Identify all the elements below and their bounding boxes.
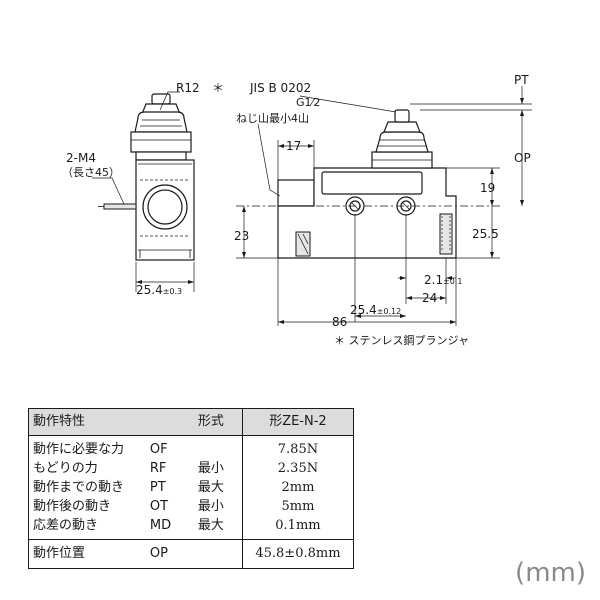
row-value: 0.1mm (241, 516, 354, 540)
row-value: 2mm (241, 478, 354, 497)
dim-2-1: 2.1±0.1 (424, 273, 463, 287)
row-label: 動作に必要な力 (33, 442, 125, 457)
row-value: 45.8±0.8mm (241, 539, 354, 569)
dim-25-4-side-main: 25.4 (136, 283, 163, 297)
dim-25-4-side: 25.4±0.3 (136, 283, 182, 297)
row-label: もどりの力 (33, 461, 98, 476)
row-value: 7.85N (241, 435, 354, 459)
table-row: 応差の動き MD 最大 0.1mm (29, 516, 354, 540)
header-form: 形式 (193, 408, 243, 436)
dim-23: 23 (234, 229, 249, 243)
row-label: 動作位置 (28, 539, 146, 569)
row-value: 5mm (241, 497, 354, 516)
front-view (236, 86, 532, 326)
row-code: RF (149, 461, 167, 476)
row-limit (193, 539, 243, 569)
dim-17: 17 (286, 139, 301, 153)
label-m4-length: （長さ45） (62, 166, 120, 179)
dim-86: 86 (332, 315, 347, 329)
unit-label: (mm) (515, 558, 586, 588)
side-view (92, 91, 195, 292)
label-pt: PT (514, 73, 529, 87)
table-header-row: 動作特性 形式 形ZE-N-2 (28, 408, 354, 436)
dim-25-4-front: 25.4±0.12 (350, 303, 401, 317)
row-code: MD (149, 518, 172, 533)
row-label: 動作後の動き (33, 499, 112, 514)
label-g-half: G1⁄2 (296, 96, 320, 109)
dim-25-4-front-main: 25.4 (350, 303, 377, 317)
technical-drawing: R12 ＊ JIS B 0202 G1⁄2 ねじ山最小4山 2-M4 （長さ45… (62, 73, 532, 347)
row-code: OP (145, 539, 194, 569)
table-row: 動作までの動き PT 最大 2mm (29, 478, 354, 497)
dim-19: 19 (480, 181, 495, 195)
table-row: 動作に必要な力 OF 7.85N (29, 435, 354, 460)
plunger-note: ＊ ステンレス鋼プランジャ (334, 333, 469, 347)
dim-25-5: 25.5 (472, 227, 499, 241)
spec-table: 動作特性 形式 形ZE-N-2 動作に必要な力 OF 7.85N もどりの力 R… (28, 408, 354, 569)
label-asterisk: ＊ (212, 81, 224, 95)
row-limit: 最大 (197, 518, 224, 533)
row-label: 動作までの動き (33, 480, 125, 495)
dim-2-1-main: 2.1 (424, 273, 443, 287)
header-model: 形ZE-N-2 (241, 408, 354, 436)
row-limit (194, 436, 243, 460)
row-limit: 最大 (197, 480, 224, 495)
row-limit: 最小 (197, 461, 224, 476)
row-code: OF (149, 442, 168, 457)
row-code: PT (149, 480, 166, 495)
dim-24: 24 (422, 291, 437, 305)
dim-25-4-front-tol: ±0.12 (377, 307, 402, 316)
header-label: 動作特性 (28, 408, 146, 436)
label-thread-note: ねじ山最小4山 (236, 112, 309, 125)
row-label: 応差の動き (33, 518, 99, 533)
label-op: OP (514, 151, 531, 165)
table-row: 動作後の動き OT 最小 5mm (29, 497, 354, 516)
label-r12: R12 (176, 81, 200, 95)
dim-25-4-side-tol: ±0.3 (163, 287, 182, 296)
label-m4: 2-M4 (66, 151, 96, 165)
row-code: OT (149, 499, 169, 514)
table-row-op: 動作位置 OP 45.8±0.8mm (28, 539, 354, 569)
dim-2-1-tol: ±0.1 (443, 277, 462, 286)
header-spacer (145, 408, 194, 436)
row-limit: 最小 (197, 499, 224, 514)
row-value: 2.35N (241, 459, 354, 478)
label-jis: JIS B 0202 (249, 81, 311, 95)
table-row: もどりの力 RF 最小 2.35N (29, 459, 354, 478)
